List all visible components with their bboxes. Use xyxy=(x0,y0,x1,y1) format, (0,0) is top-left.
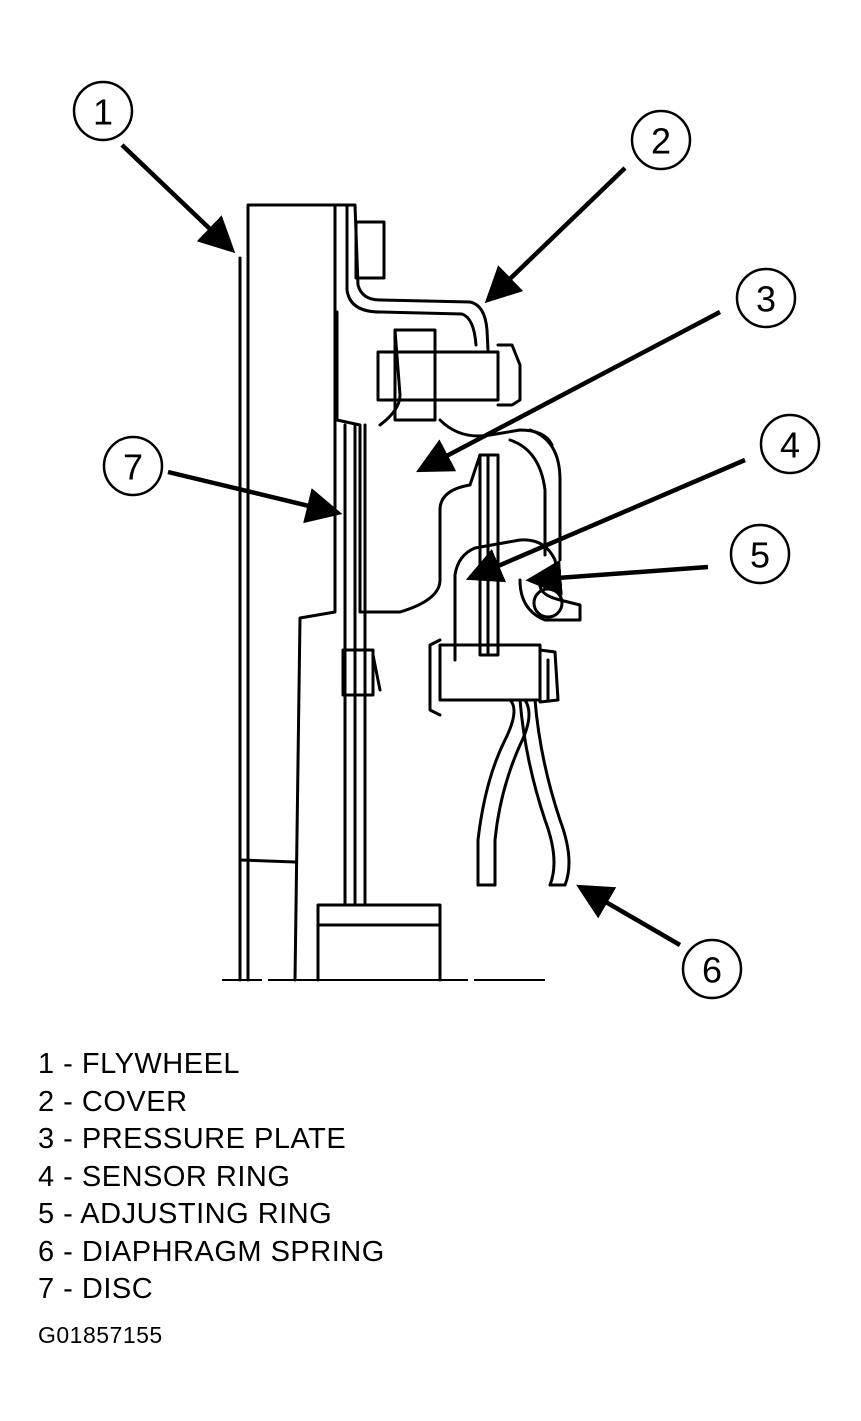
callout-circle-6 xyxy=(681,938,743,1000)
adjusting-ring-shape xyxy=(518,578,582,622)
legend-item-pressure-plate: 3 - PRESSURE PLATE xyxy=(38,1123,347,1155)
callout-circle-1 xyxy=(72,80,134,142)
disc-hub xyxy=(316,903,442,982)
figure-code: G01857155 xyxy=(38,1322,163,1348)
callout-circle-5 xyxy=(729,523,791,585)
clutch-cross-section-diagram: 1 2 3 4 5 6 7 xyxy=(72,80,821,1000)
parts-legend: 1 - FLYWHEEL 2 - COVER 3 - PRESSURE PLAT… xyxy=(38,1046,385,1309)
pivot-block xyxy=(376,350,500,402)
callout-label-5: 5 xyxy=(750,535,770,576)
cover-bolt xyxy=(354,220,386,280)
legend-item-sensor-ring: 4 - SENSOR RING xyxy=(38,1160,291,1193)
leader-arrow-7 xyxy=(167,469,343,524)
callout-circle-7 xyxy=(102,435,164,497)
diaphragm-spring-shape xyxy=(476,698,516,887)
callout-circle-4 xyxy=(759,413,821,475)
leader-arrow-6 xyxy=(576,884,682,947)
callout-circle-3 xyxy=(735,267,797,329)
sensor-ring-shape xyxy=(453,538,562,592)
callout-circle-2 xyxy=(630,109,692,171)
cover-shape xyxy=(333,203,490,352)
legend-item-adjusting-ring: 5 - ADJUSTING RING xyxy=(38,1198,333,1230)
callout-label-6: 6 xyxy=(702,950,722,991)
leader-arrow-1 xyxy=(120,143,236,254)
legend-item-flywheel: 1 - FLYWHEEL xyxy=(38,1048,241,1080)
leader-arrow-5 xyxy=(525,559,709,596)
legend-item-cover: 2 - COVER xyxy=(38,1085,188,1118)
leader-arrow-3 xyxy=(416,310,722,473)
pressure-plate-shape xyxy=(335,310,482,614)
lower-pivot-block xyxy=(438,643,542,702)
callout-label-4: 4 xyxy=(780,425,800,466)
disc-hub-rivet xyxy=(341,648,375,697)
legend-item-diaphragm-spring: 6 - DIAPHRAGM SPRING xyxy=(38,1235,385,1268)
leader-arrow-2 xyxy=(484,166,627,304)
callout-label-1: 1 xyxy=(93,92,113,133)
flywheel-shape xyxy=(246,203,337,982)
leader-arrow-4 xyxy=(465,457,746,583)
legend-item-disc: 7 - DISC xyxy=(38,1273,154,1305)
callout-label-3: 3 xyxy=(756,279,776,320)
callout-label-2: 2 xyxy=(651,121,671,162)
callout-label-7: 7 xyxy=(123,447,143,488)
